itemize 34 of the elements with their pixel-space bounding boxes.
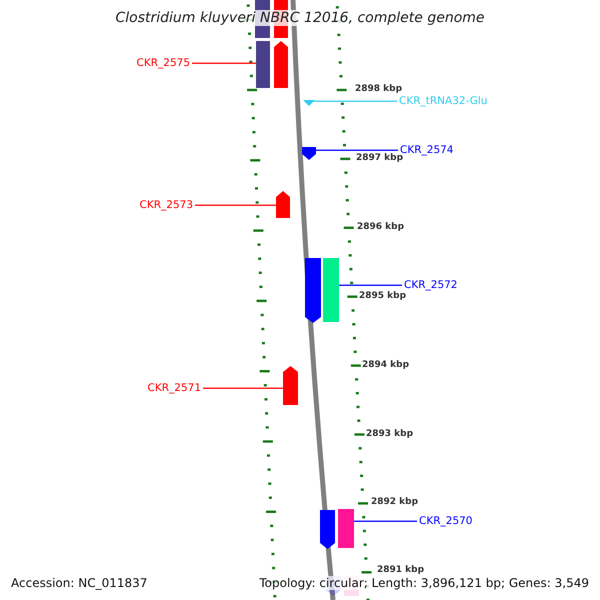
gene-feature xyxy=(274,41,288,88)
tick-label: 2892 kbp xyxy=(371,498,418,507)
gene-feature xyxy=(283,366,298,405)
leader-line xyxy=(314,100,397,102)
trna-marker xyxy=(303,100,315,106)
tick-label: 2898 kbp xyxy=(355,85,402,94)
footer-text: Topology: circular; Length: 3,896,121 bp; Genes: 3,549 xyxy=(257,576,591,590)
gene-label: CKR_2574 xyxy=(400,145,454,156)
tick-label: 2896 kbp xyxy=(357,223,404,232)
gene-feature xyxy=(320,510,335,549)
gene-label: CKR_tRNA32-Glu xyxy=(399,96,488,106)
gene-label: CKR_2575 xyxy=(136,58,190,68)
leader-line xyxy=(354,520,417,522)
tick-label: 2894 kbp xyxy=(362,361,410,370)
gene-feature xyxy=(276,191,290,218)
tick-label: 2897 kbp xyxy=(356,154,404,163)
gene-feature xyxy=(256,41,270,88)
tick-label: 2893 kbp xyxy=(366,430,414,439)
gene-label: CKR_2573 xyxy=(140,200,193,210)
gene-feature xyxy=(338,509,354,548)
tick-label: 2891 kbp xyxy=(377,566,424,575)
gene-feature xyxy=(305,258,321,323)
gene-feature xyxy=(323,258,339,322)
gene-label: CKR_2571 xyxy=(148,383,201,394)
tick-label: 2895 kbp xyxy=(359,292,406,301)
gene-label: CKR_2572 xyxy=(404,280,458,290)
gene-feature xyxy=(302,147,316,160)
leader-line xyxy=(339,284,402,286)
leader-line xyxy=(203,388,283,389)
gene-label: CKR_2570 xyxy=(419,516,472,526)
leader-line xyxy=(316,150,398,151)
leader-line xyxy=(195,204,276,206)
footer-text: Accession: NC_011837 xyxy=(9,576,150,590)
leader-line xyxy=(192,62,256,64)
